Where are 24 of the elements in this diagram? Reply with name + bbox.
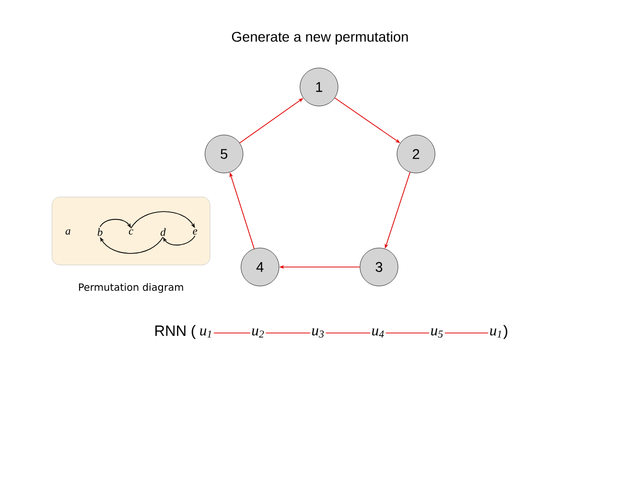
- curved-arrow: [130, 211, 195, 229]
- variable: u$_{3}$: [312, 328, 324, 338]
- letter: e: [192, 229, 198, 235]
- connector-line: [325, 332, 371, 334]
- variable: u$_{4}$: [372, 328, 384, 338]
- variable: u$_{2}$: [252, 328, 264, 338]
- connector-line: [265, 332, 311, 334]
- variable: u$_{5}$: [431, 328, 443, 338]
- rnn-label: RNN (: [155, 325, 196, 339]
- letter: c: [128, 229, 134, 235]
- diagram-panel: [52, 196, 210, 266]
- letter: a: [66, 229, 70, 235]
- curved-arrow: [100, 236, 164, 254]
- curved-arrow: [163, 235, 196, 246]
- variable: u$_{1}$: [200, 328, 211, 338]
- connector-line: [385, 332, 430, 334]
- closing-parenthesis: ): [503, 325, 508, 339]
- letter: b: [98, 228, 102, 236]
- letter: d: [160, 228, 166, 236]
- connector-line: [444, 332, 489, 334]
- title: Generate a new permutation: [232, 31, 408, 45]
- node-label: Permutation diagram: [79, 283, 184, 293]
- connector-line: [213, 332, 251, 334]
- variable: u$_{1}$: [490, 328, 501, 338]
